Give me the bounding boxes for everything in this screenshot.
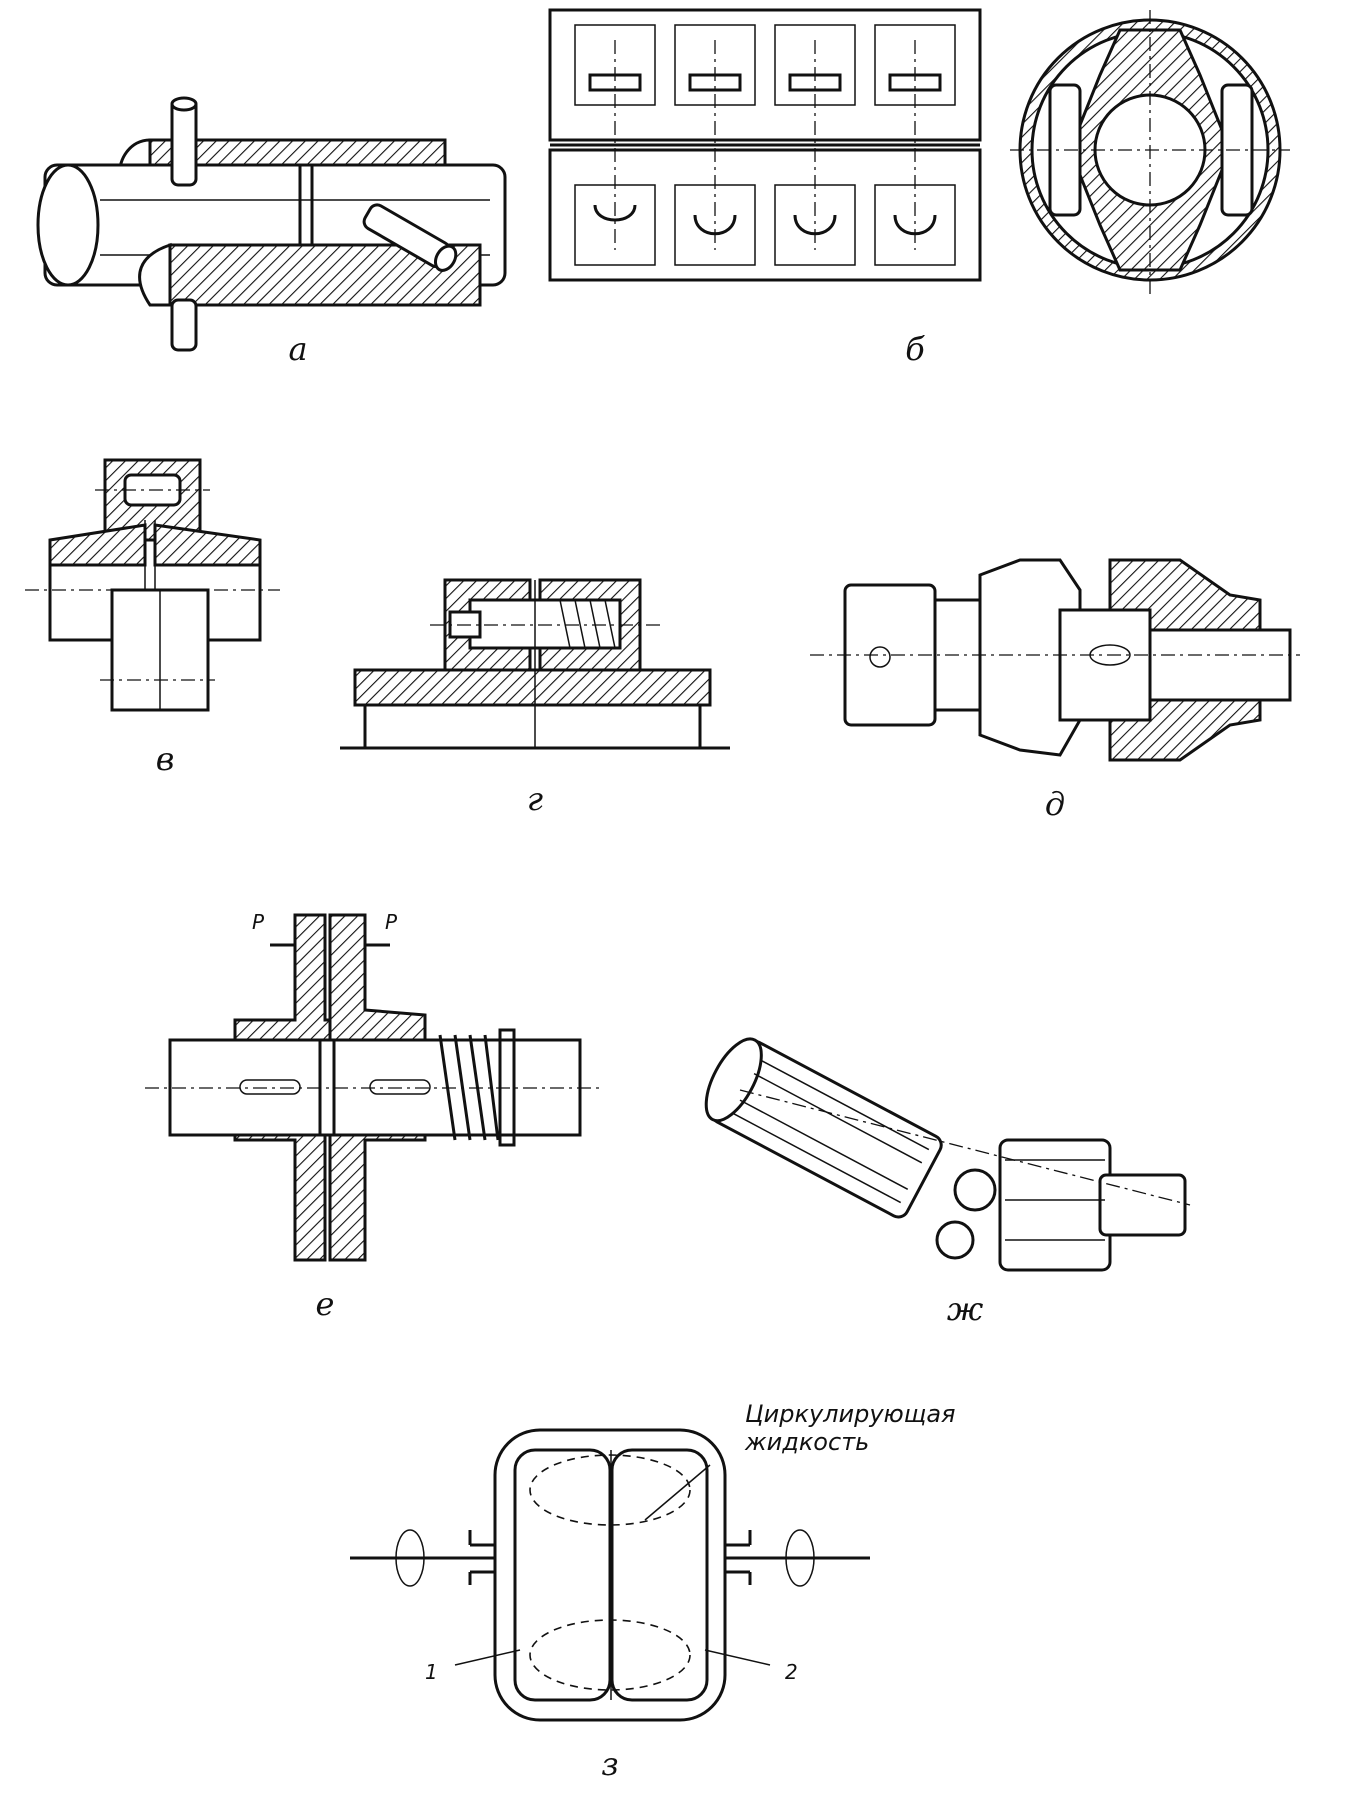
figure-d-claw-clutch bbox=[810, 558, 1300, 762]
force-label-left: P bbox=[252, 910, 265, 934]
figure-a-sleeve-coupling bbox=[36, 96, 507, 352]
force-label-right: P bbox=[385, 910, 398, 934]
figure-b-flange-coupling bbox=[548, 8, 1290, 295]
figure-e-friction-clutch bbox=[145, 913, 600, 1262]
figure-v-label: в bbox=[155, 740, 175, 778]
figure-a-label: а bbox=[288, 330, 308, 368]
figure-v-pin-coupling bbox=[25, 458, 280, 712]
figure-zh-universal-joint bbox=[704, 1037, 1191, 1272]
figure-e-label: е bbox=[315, 1285, 335, 1323]
figure-z-label: з bbox=[601, 1745, 619, 1783]
figure-zh-label: ж bbox=[946, 1290, 984, 1328]
figure-g-spring-coupling bbox=[340, 578, 730, 750]
figure-g-label: г bbox=[526, 780, 544, 818]
figure-d-label: д bbox=[1044, 785, 1066, 823]
fluid-annotation: Циркулирующая жидкость bbox=[745, 1400, 956, 1456]
part-label-1: 1 bbox=[425, 1660, 438, 1684]
part-label-2: 2 bbox=[785, 1660, 798, 1684]
figure-z-fluid-coupling bbox=[350, 1428, 870, 1722]
figure-b-label: б bbox=[905, 330, 925, 368]
